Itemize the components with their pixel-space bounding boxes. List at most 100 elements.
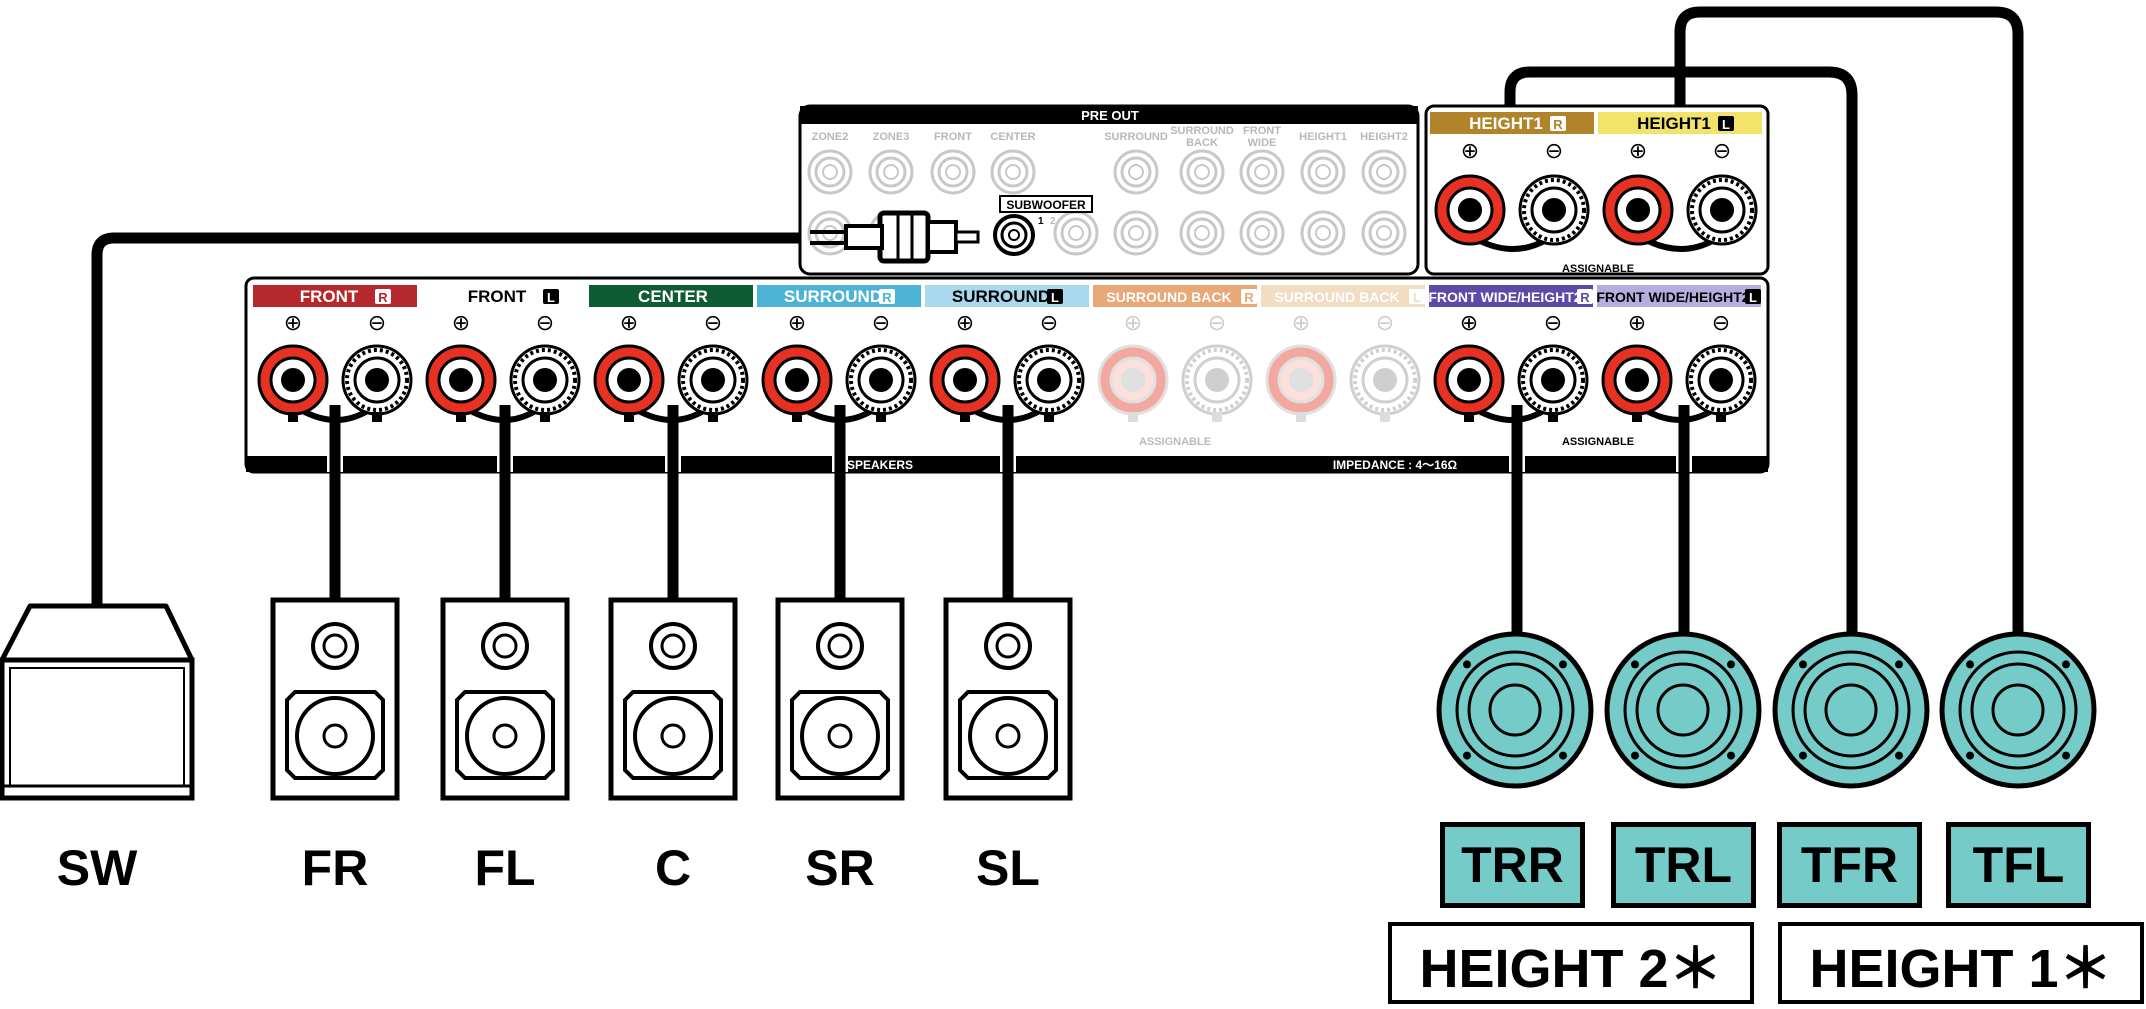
pre-out-label: CENTER	[990, 131, 1035, 143]
terminal-header-label: SURROUND BACK	[1274, 289, 1399, 305]
side-badge	[1745, 289, 1761, 304]
bookshelf-speaker-sr	[775, 597, 905, 801]
rca-jack	[990, 149, 1036, 195]
height-label-trr: TRR	[1440, 822, 1585, 908]
side-badge	[1409, 289, 1425, 304]
cable-tfl	[1674, 6, 2024, 641]
subwoofer-box	[0, 603, 195, 801]
positive-terminal	[425, 344, 497, 416]
speaker-label-fr: FR	[301, 840, 369, 896]
rca-jack	[1361, 210, 1407, 256]
pre-out-title: PRE OUT	[1081, 108, 1139, 123]
speaker-label-c: C	[654, 840, 692, 896]
height-label-tfl: TFL	[1946, 822, 2091, 908]
negative-terminal	[1181, 344, 1253, 416]
terminal-header-band	[589, 285, 753, 307]
terminal-header-band	[1093, 285, 1257, 307]
subwoofer-cable	[91, 232, 896, 612]
positive-terminal	[593, 344, 665, 416]
plus-symbol: ⊕	[284, 310, 302, 335]
positive-terminal	[929, 344, 1001, 416]
cable-overlays	[329, 405, 1690, 480]
negative-terminal	[341, 344, 413, 416]
height1-header-label: HEIGHT1	[1637, 114, 1711, 133]
bookshelf-speaker-sl	[943, 597, 1073, 801]
bookshelf-speaker-fr	[270, 597, 400, 801]
height1-header-label: HEIGHT1	[1469, 114, 1543, 133]
minus-symbol: ⊖	[536, 310, 554, 335]
rca-plug	[810, 210, 1035, 264]
pre-out-label: SURROUND	[1104, 131, 1168, 143]
speaker-label-sr: SR	[805, 840, 875, 896]
plus-symbol: ⊕	[1460, 310, 1478, 335]
plus-symbol: ⊕	[956, 310, 974, 335]
plus-symbol: ⊕	[1629, 138, 1647, 163]
rca-jack	[930, 149, 976, 195]
negative-terminal	[845, 344, 917, 416]
positive-terminal	[257, 344, 329, 416]
side-badge-letter: L	[547, 290, 555, 305]
minus-symbol: ⊖	[1713, 138, 1731, 163]
side-badge-letter: R	[882, 290, 892, 305]
plus-symbol: ⊕	[1628, 310, 1646, 335]
height1-side-letter: R	[1553, 117, 1563, 132]
height-speaker-tfr	[1772, 631, 1930, 789]
terminal-header-label: FRONT WIDE/HEIGHT2	[1428, 289, 1581, 305]
rca-jack	[1300, 210, 1346, 256]
side-badge	[1577, 289, 1593, 304]
height1-group-label: HEIGHT 1＊	[1778, 922, 2144, 1004]
height-speakers	[1436, 631, 2097, 789]
side-badge	[543, 289, 559, 304]
speaker-label-sw: SW	[56, 840, 138, 896]
negative-terminal	[1349, 344, 1421, 416]
subwoofer-number-1: 1	[1038, 216, 1044, 227]
rca-jack	[868, 149, 914, 195]
negative-terminal	[1518, 174, 1590, 246]
pre-out-label: HEIGHT2	[1360, 131, 1408, 143]
rca-jack	[1300, 149, 1346, 195]
side-badge	[375, 289, 391, 304]
terminal-header-label: FRONT	[300, 287, 359, 306]
speakers-label: SPEAKERS	[847, 458, 913, 472]
height2-group-label: HEIGHT 2＊	[1388, 922, 1754, 1004]
height1-assignable-label: ASSIGNABLE	[1562, 263, 1634, 275]
side-badge-letter: L	[1413, 290, 1421, 305]
terminal-header-band	[1597, 285, 1761, 307]
assignable-label-surround-back: ASSIGNABLE	[1139, 436, 1211, 448]
minus-symbol: ⊖	[1712, 310, 1730, 335]
terminal-header-label: FRONT WIDE/HEIGHT2	[1596, 289, 1749, 305]
positive-terminal	[761, 344, 833, 416]
terminal-header-label: FRONT	[468, 287, 527, 306]
side-badge-letter: R	[1244, 290, 1254, 305]
positive-terminal	[1265, 344, 1337, 416]
rca-jack	[1179, 210, 1225, 256]
subwoofer-port-label: SUBWOOFER	[1006, 198, 1086, 212]
minus-symbol: ⊖	[872, 310, 890, 335]
plus-symbol: ⊕	[1292, 310, 1310, 335]
terminal-header-label: SURROUND	[952, 287, 1050, 306]
positive-terminal	[1434, 174, 1506, 246]
plus-symbol: ⊕	[1124, 310, 1142, 335]
height-speaker-tfl	[1939, 631, 2097, 789]
rca-jack	[1053, 210, 1099, 256]
side-badge-letter: L	[1749, 290, 1757, 305]
speaker-terminal-panel: SPEAKERS IMPEDANCE : 4～16Ω ASSIGNABLE AS…	[244, 276, 1770, 474]
minus-symbol: ⊖	[1545, 138, 1563, 163]
terminals	[257, 344, 1757, 423]
plus-symbol: ⊕	[1461, 138, 1479, 163]
pre-out-jacks	[807, 149, 1407, 256]
assignable-label-front-wide: ASSIGNABLE	[1562, 436, 1634, 448]
minus-symbol: ⊖	[704, 310, 722, 335]
rca-jack	[807, 149, 853, 195]
minus-symbol: ⊖	[1040, 310, 1058, 335]
speaker-label-sl: SL	[976, 840, 1040, 896]
negative-terminal	[1517, 344, 1589, 416]
plus-symbol: ⊕	[788, 310, 806, 335]
rca-jack	[1239, 210, 1285, 256]
bookshelf-speaker-fl	[440, 597, 570, 801]
